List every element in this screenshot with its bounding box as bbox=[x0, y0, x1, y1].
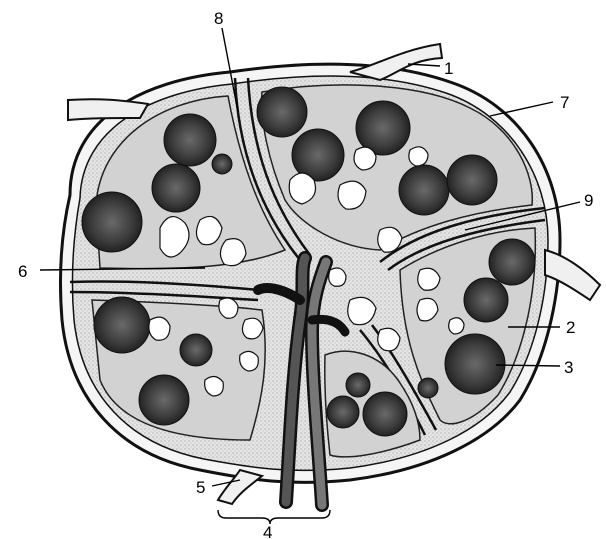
follicle bbox=[139, 375, 189, 425]
label-7: 7 bbox=[560, 93, 569, 112]
label-3: 3 bbox=[564, 358, 573, 377]
leader-line-1 bbox=[408, 64, 440, 66]
label-6: 6 bbox=[18, 262, 27, 281]
label-4: 4 bbox=[263, 523, 272, 539]
bracket-4 bbox=[218, 510, 330, 524]
follicle bbox=[447, 155, 497, 205]
follicle bbox=[82, 192, 142, 252]
follicle bbox=[164, 114, 216, 166]
follicle bbox=[94, 297, 150, 353]
label-2: 2 bbox=[566, 318, 575, 337]
follicle bbox=[212, 154, 232, 174]
label-9: 9 bbox=[584, 191, 593, 210]
follicle bbox=[363, 392, 407, 436]
follicle bbox=[346, 373, 370, 397]
follicle bbox=[152, 164, 200, 212]
follicle bbox=[180, 334, 212, 366]
label-1: 1 bbox=[444, 59, 453, 78]
follicle bbox=[464, 278, 508, 322]
follicle bbox=[489, 239, 535, 285]
follicle bbox=[399, 165, 449, 215]
follicle bbox=[327, 396, 359, 428]
label-5: 5 bbox=[196, 478, 205, 497]
follicle bbox=[418, 378, 438, 398]
follicle bbox=[445, 334, 505, 394]
label-8: 8 bbox=[214, 9, 223, 28]
leader-line-3 bbox=[496, 365, 560, 366]
follicle bbox=[257, 87, 307, 137]
